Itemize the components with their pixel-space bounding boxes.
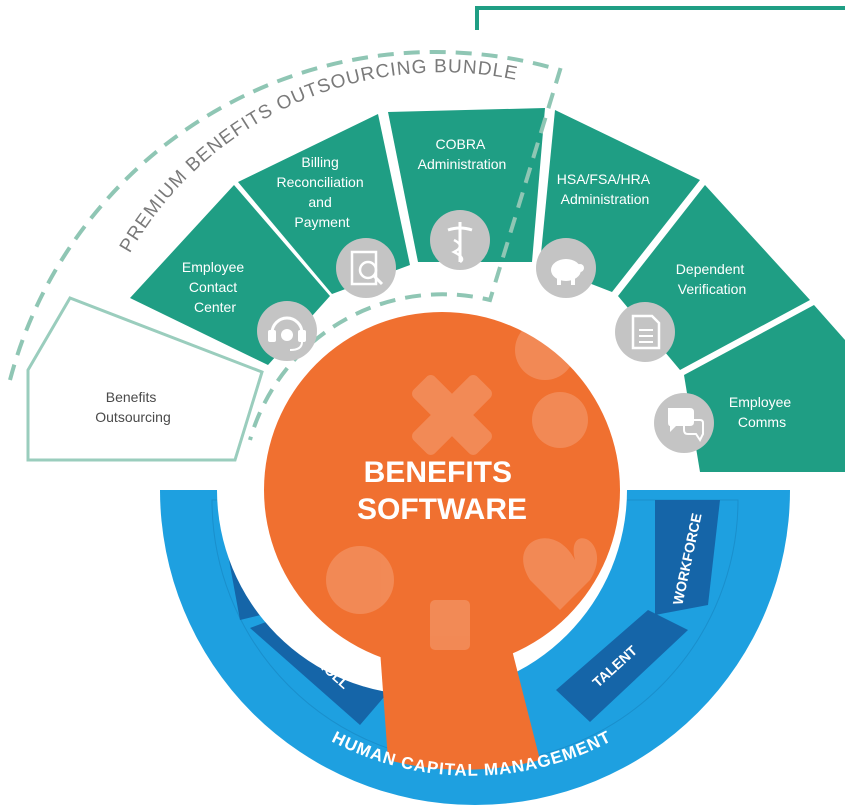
center-circle [264,312,620,668]
segment-contact-center-line: Contact [189,279,237,295]
segment-comms-line: Employee [729,394,791,410]
document-checklist-icon [615,302,675,362]
segment-comms-shape [684,305,845,472]
bundle-dashed-outline [8,50,563,441]
benefits-outsourcing-line: Outsourcing [95,409,170,425]
segment-billing-line: Reconciliation [276,174,363,190]
segment-contact-center-line: Center [194,299,236,315]
segment-cobra-shape [388,108,545,262]
headset-icon [257,301,317,361]
segment-cobra: COBRA Administration [418,136,507,172]
center-pattern [326,320,598,650]
frame-line [475,6,845,30]
center-title-line1: BENEFITS [364,456,512,489]
segment-contact-center: Employee Contact Center [182,259,248,315]
tab-talent-shape [556,610,688,722]
segment-cobra-line: COBRA [436,136,486,152]
segment-hsa-line: Administration [561,191,650,207]
segment-dependent-line: Dependent [676,261,745,277]
segment-hsa-line: HSA/FSA/HRA [557,171,651,187]
tab-workforce-shape [655,500,720,615]
segment-dependent-line: Verification [678,281,746,297]
caduceus-icon [430,210,490,270]
center-title: BENEFITS SOFTWARE [357,456,527,526]
segment-billing-line: Billing [301,154,338,170]
benefits-outsourcing-label: Benefits Outsourcing [95,389,170,425]
benefits-outsourcing-line: Benefits [106,389,157,405]
segment-billing: Billing Reconciliation and Payment [276,154,367,230]
segment-comms: Employee Comms [729,394,795,430]
benefits-outsourcing-shape [26,296,264,462]
invoice-magnifier-icon [336,238,396,298]
segment-dependent: Dependent Verification [676,261,748,297]
segment-billing-line: and [308,194,331,210]
segment-comms-line: Comms [738,414,786,430]
tab-hr: HR [246,543,268,567]
piggy-bank-icon [536,238,596,298]
center-tail [380,650,540,770]
segment-cobra-line: Administration [418,156,507,172]
segment-billing-line: Payment [294,214,349,230]
center-title-line2: SOFTWARE [357,493,527,526]
chat-bubbles-icon [654,393,714,453]
segment-hsa: HSA/FSA/HRA Administration [557,171,653,207]
segment-contact-center-line: Employee [182,259,244,275]
